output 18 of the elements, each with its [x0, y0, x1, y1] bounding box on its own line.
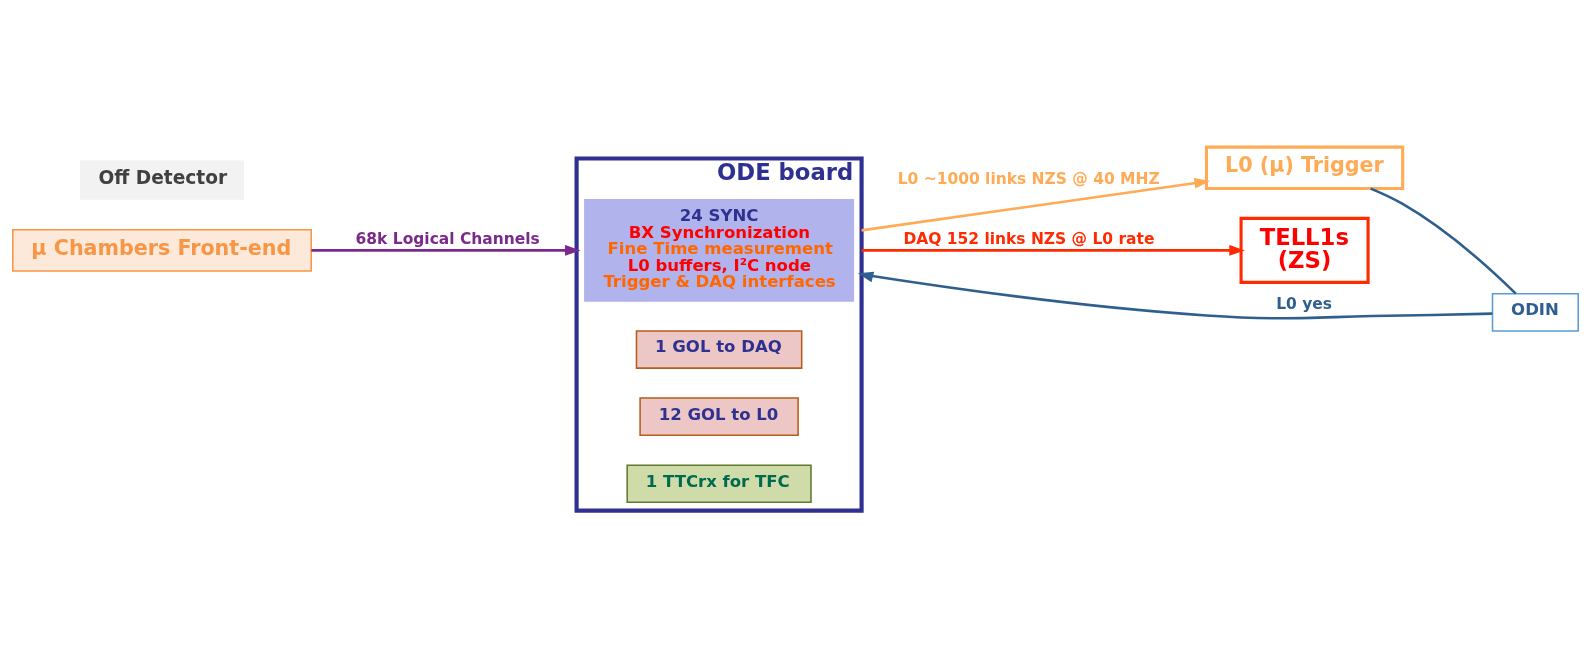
edge-label: DAQ 152 links NZS @ L0 rate [903, 230, 1155, 249]
node-box: 24 SYNC BX Synchronization Fine Time measurement L0 buffers, I²C node Trigger & DAQ interfaces [584, 199, 855, 302]
node-box: ODIN [1491, 293, 1579, 332]
arrow [311, 244, 581, 256]
node-box: μ Chambers Front-end [12, 228, 312, 272]
node-box: 1 TTCrx for TFC [626, 464, 812, 504]
node-box: 1 GOL to DAQ [635, 330, 803, 369]
node-box: L0 (μ) Trigger [1204, 145, 1405, 190]
edge-label: L0 ~1000 links NZS @ 40 MHZ [897, 170, 1160, 189]
node-box: 12 GOL to L0 [639, 397, 799, 436]
node-box: TELL1s (ZS) [1239, 216, 1370, 284]
arrow [861, 177, 1210, 232]
arrow [857, 271, 1493, 320]
connector [1370, 187, 1517, 295]
arrow [861, 244, 1245, 256]
label: Off Detector [98, 166, 228, 188]
edge-label: 68k Logical Channels [355, 230, 540, 249]
edge-label: L0 yes [1276, 295, 1332, 314]
